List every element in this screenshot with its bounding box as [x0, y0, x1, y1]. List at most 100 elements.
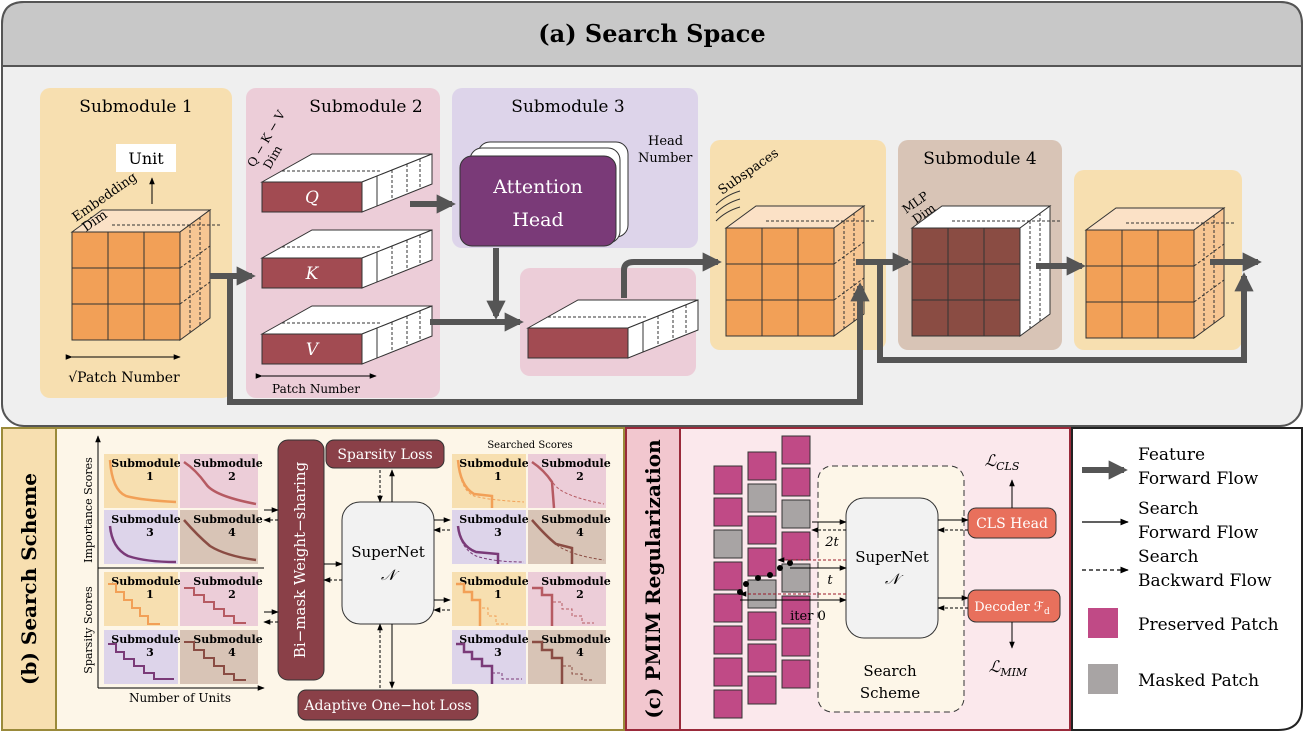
- pmim-supernet-symbol: 𝒩: [885, 570, 904, 588]
- searched-cell-5: Submodule 1: [452, 572, 529, 626]
- search-scheme-label-2: Scheme: [860, 684, 920, 702]
- svg-text:Submodule: Submodule: [193, 633, 262, 646]
- search-scheme-panel: (b) Search Scheme Importance Scores Spar…: [1, 427, 625, 731]
- svg-text:Submodule: Submodule: [541, 457, 610, 470]
- head-number-label: Head: [648, 134, 683, 149]
- searched-cell-2: Submodule 2: [528, 454, 611, 509]
- sparsity-cell-4: Submodule 4: [180, 630, 263, 684]
- svg-text:Submodule: Submodule: [541, 633, 610, 646]
- label-t: t: [827, 573, 833, 588]
- svg-text:Submodule: Submodule: [193, 513, 262, 526]
- submodule-4: Submodule 4 MLP Dim: [898, 140, 1062, 350]
- legend-feature-1: Feature: [1138, 445, 1205, 465]
- svg-text:Submodule: Submodule: [459, 575, 528, 588]
- svg-text:Submodule: Submodule: [111, 575, 180, 588]
- submodule-1-title: Submodule 1: [79, 97, 192, 117]
- submodule-4-title: Submodule 4: [923, 149, 1036, 169]
- svg-text:Submodule: Submodule: [459, 457, 528, 470]
- svg-text:2: 2: [228, 588, 236, 601]
- head-label: Head: [512, 209, 563, 231]
- svg-text:Submodule: Submodule: [541, 513, 610, 526]
- legend-masked: Masked Patch: [1138, 671, 1259, 691]
- number-of-units-label: Number of Units: [129, 691, 231, 705]
- legend-search-backward-2: Backward Flow: [1138, 571, 1272, 591]
- patch-column-1: [713, 465, 743, 719]
- legend-search-backward-1: Search: [1138, 547, 1198, 567]
- sparsity-scores-label: Sparsity Scores: [82, 586, 95, 674]
- svg-text:2: 2: [576, 588, 584, 601]
- svg-text:1: 1: [146, 588, 154, 601]
- submodule-3-title: Submodule 3: [511, 97, 624, 117]
- submodule-1: Submodule 1 Unit Embedding Dim √Patch Nu…: [40, 88, 232, 398]
- cls-head-label: CLS Head: [976, 516, 1048, 532]
- importance-scores-label: Importance Scores: [82, 457, 95, 563]
- importance-cell-1: Submodule 1: [104, 454, 181, 508]
- subspaces-block: Subspaces: [710, 140, 886, 350]
- k-slab-label: K: [305, 264, 320, 284]
- patch-column-3: [781, 435, 811, 689]
- svg-text:2: 2: [576, 470, 584, 483]
- loss-cls-label: ℒCLS: [985, 451, 1020, 473]
- head-number-label-2: Number: [638, 151, 693, 166]
- onehot-loss-label: Adaptive One−hot Loss: [303, 698, 471, 714]
- decoder-label: Decoder ℱd: [974, 600, 1050, 617]
- svg-text:Submodule: Submodule: [193, 457, 262, 470]
- sparsity-cell-1: Submodule 1: [104, 572, 181, 626]
- svg-text:Submodule: Submodule: [193, 575, 262, 588]
- legend-preserved: Preserved Patch: [1138, 615, 1279, 635]
- svg-text:3: 3: [146, 646, 154, 659]
- importance-cell-2: Submodule 2: [180, 454, 263, 508]
- unit-label: Unit: [128, 149, 164, 168]
- attention-label: Attention: [492, 176, 583, 198]
- svg-text:Submodule: Submodule: [541, 575, 610, 588]
- searched-cell-3: Submodule 3: [452, 510, 529, 564]
- svg-text:Submodule: Submodule: [111, 457, 180, 470]
- attention-output: [520, 268, 699, 376]
- searched-cell-7: Submodule 3: [452, 630, 529, 684]
- submodule-2-title: Submodule 2: [309, 97, 422, 117]
- pmim-supernet-label: SuperNet: [855, 548, 929, 566]
- svg-text:Submodule: Submodule: [111, 513, 180, 526]
- svg-text:2: 2: [228, 470, 236, 483]
- svg-text:3: 3: [494, 646, 502, 659]
- page-title: (a) Search Space: [538, 19, 765, 48]
- label-2t: 2t: [824, 535, 839, 550]
- legend: Feature Forward Flow Search Forward Flow…: [1071, 427, 1303, 731]
- svg-text:3: 3: [494, 526, 502, 539]
- svg-text:Submodule: Submodule: [111, 633, 180, 646]
- output-block: [1074, 170, 1242, 350]
- svg-text:Submodule: Submodule: [459, 633, 528, 646]
- searched-cell-1: Submodule 1: [452, 454, 529, 508]
- legend-search-forward-2: Forward Flow: [1138, 523, 1259, 543]
- svg-text:4: 4: [576, 526, 584, 539]
- legend-search-forward-1: Search: [1138, 499, 1198, 519]
- bimask-label: Bi−mask Weight−sharing: [291, 461, 309, 658]
- pmim-panel: (c) PMIM Regularization: [625, 427, 1071, 731]
- searched-scores-label: Searched Scores: [487, 440, 572, 451]
- submodule-2: Submodule 2 Q − K − V Dim Q K V Patch Nu…: [244, 88, 440, 398]
- searched-cell-8: Submodule 4: [528, 630, 611, 684]
- sqrt-patch-number-label: √Patch Number: [68, 370, 180, 386]
- searched-cell-6: Submodule 2: [528, 572, 611, 626]
- patch-column-2: [747, 451, 777, 705]
- search-scheme-title: (b) Search Scheme: [17, 473, 41, 685]
- feature-flow-arrows: [210, 194, 1262, 405]
- svg-text:4: 4: [228, 526, 236, 539]
- label-iter0: iter 0: [790, 609, 826, 624]
- loss-mim-label: ℒMIM: [989, 657, 1028, 679]
- searched-cell-4: Submodule 4: [528, 510, 611, 564]
- sparsity-cell-3: Submodule 3: [104, 630, 181, 684]
- submodule-3: Submodule 3 Attention Head Head Number: [452, 88, 698, 248]
- legend-feature-2: Forward Flow: [1138, 469, 1259, 489]
- v-slab-label: V: [306, 340, 320, 360]
- sparsity-cell-2: Submodule 2: [180, 572, 263, 626]
- svg-text:1: 1: [494, 588, 502, 601]
- svg-text:4: 4: [576, 646, 584, 659]
- importance-cell-3: Submodule 3: [104, 510, 181, 564]
- importance-cell-4: Submodule 4: [180, 510, 263, 564]
- patch-number-label: Patch Number: [272, 382, 360, 396]
- q-slab-label: Q: [305, 188, 319, 208]
- svg-text:4: 4: [228, 646, 236, 659]
- search-scheme-label-1: Search: [863, 662, 917, 680]
